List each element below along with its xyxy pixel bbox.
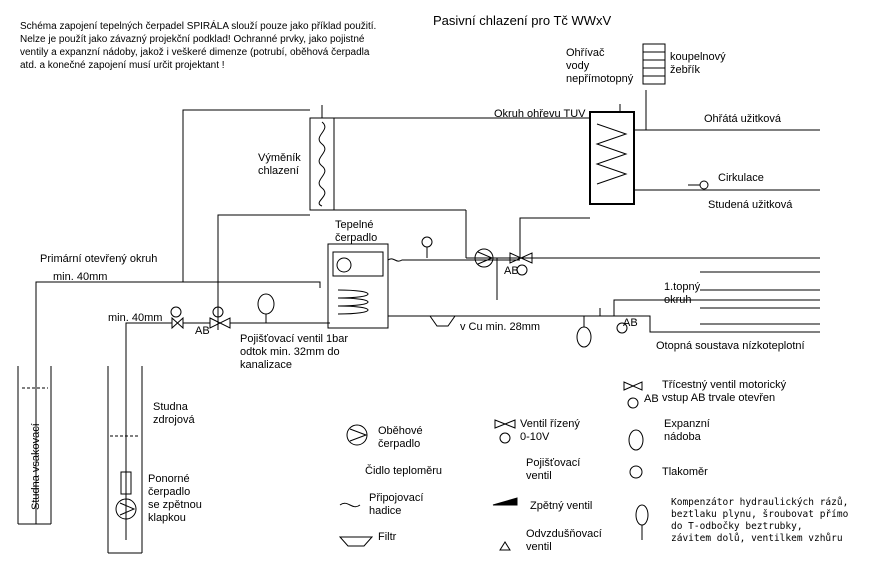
cooling-heat-exchanger — [309, 105, 590, 258]
legend-ctrl-valve: Ventil řízený 0-10V — [520, 418, 580, 443]
label-low-temp-system: Otopná soustava nízkoteplotní — [656, 340, 805, 352]
label-dhw-circuit: Okruh ohřevu TUV — [494, 108, 586, 120]
label-heat-exchanger: Výměník chlazení — [258, 152, 301, 177]
label-ab-right: AB — [623, 317, 638, 329]
components — [170, 180, 709, 348]
diagram-title: Pasivní chlazení pro Tč WWxV — [433, 13, 612, 28]
label-return-well: Studna vsakovací — [30, 423, 42, 510]
disclaimer-text: Schéma zapojení tepelných čerpadel SPIRÁ… — [20, 21, 377, 71]
label-min-40-a: min. 40mm — [53, 271, 108, 283]
label-circulation: Cirkulace — [718, 172, 764, 184]
towel-rail-radiator — [642, 43, 666, 85]
legend-temp-sensor: Čidlo teploměru — [365, 465, 443, 477]
legend-symbols — [338, 381, 649, 551]
label-source-well: Studna zdrojová — [153, 401, 195, 426]
legend-three-way: Třícestný ventil motorický vstup AB trva… — [662, 379, 787, 404]
label-towel-rail: koupelnový žebřík — [670, 51, 726, 76]
label-min-40-b: min. 40mm — [108, 312, 163, 324]
legend-expansion: Expanzní nádoba — [664, 418, 710, 443]
heating-pipes — [455, 217, 820, 333]
legend-check-valve: Zpětný ventil — [530, 500, 593, 512]
label-primary-circuit: Primární otevřený okruh — [40, 253, 158, 265]
legend-circ-pump: Oběhové čerpadlo — [378, 425, 423, 450]
label-heating-circuit: 1.topný okruh — [664, 281, 701, 306]
label-submersible-pump: Ponorné čerpadlo se zpětnou klapkou — [148, 473, 202, 524]
return-well — [17, 366, 52, 525]
primary-pipes — [35, 109, 330, 540]
legend-air-vent: Odvzdušňovací ventil — [526, 528, 602, 553]
indirect-water-heater — [589, 90, 820, 205]
label-ab-mid: AB — [504, 265, 519, 277]
legend-filter: Filtr — [378, 531, 397, 543]
legend-hose: Připojovací hadice — [369, 492, 424, 517]
submersible-pump — [115, 471, 137, 520]
label-cu-pipe: v Cu min. 28mm — [460, 321, 541, 333]
label-heat-pump: Tepelné čerpadlo — [335, 219, 378, 244]
legend-pressure-gauge: Tlakoměr — [662, 466, 708, 478]
label-cold-water: Studená užitková — [708, 199, 793, 211]
label-safety-valve-note: Pojišťovací ventil 1bar odtok min. 32mm … — [240, 333, 349, 371]
legend-three-way-ab: AB — [644, 393, 659, 405]
legend-safety-valve: Pojišťovací ventil — [526, 457, 581, 482]
label-ab-left: AB — [195, 325, 210, 337]
legend-compensator: Kompenzátor hydraulických rázů, beztlaku… — [671, 497, 849, 544]
label-hot-water: Ohřátá užitková — [704, 113, 782, 125]
heat-pump-unit — [327, 243, 520, 329]
source-well — [107, 366, 143, 554]
label-water-heater: Ohřívač vody nepřímotopný — [566, 47, 634, 85]
